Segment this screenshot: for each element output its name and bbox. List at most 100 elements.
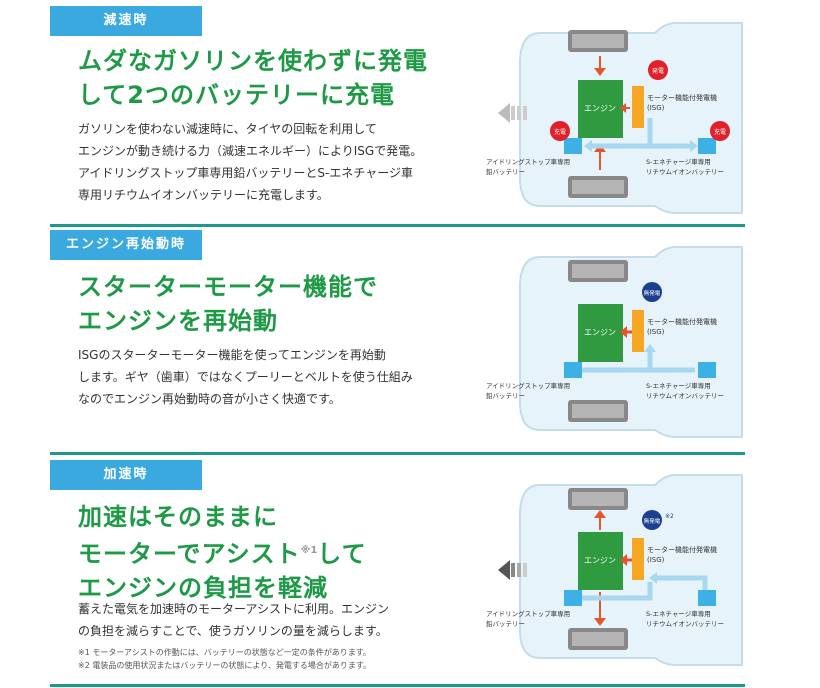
section2-body-line2: します。ギヤ（歯車）ではなくプーリーとベルトを使う仕組み	[78, 370, 413, 384]
motion-arrow-icon	[498, 560, 527, 580]
lithium-battery	[698, 138, 716, 154]
section1-headline-line1: ムダなガソリンを使わずに発電	[78, 47, 428, 75]
diagram-shape	[620, 554, 627, 566]
section-divider-3	[50, 684, 745, 687]
diagram-shape: アイドリングストップ車専用	[486, 381, 570, 390]
diagram-shape: エンジン	[584, 556, 616, 565]
lithium-battery	[698, 590, 716, 606]
isg-badge	[648, 60, 668, 80]
diagram-shape: (ISG)	[647, 328, 665, 336]
engine-label: エンジン	[584, 104, 616, 113]
section-divider-1	[50, 224, 745, 227]
lithium-battery	[698, 362, 716, 378]
diagram-shape	[584, 140, 592, 152]
diagram-shape	[511, 563, 515, 577]
engine-block	[578, 80, 623, 138]
section1-headline: ムダなガソリンを使わずに発電 して2つのバッテリーに充電	[78, 44, 428, 112]
diagram-shape: 鉛バッテリー	[486, 167, 525, 176]
diagram-shape	[572, 180, 624, 194]
lead-battery	[564, 138, 582, 154]
section2-diagram: エンジン モーター機能付発電機 (ISG) アイドリングストップ車専用 鉛バッテ…	[480, 242, 750, 438]
section1-diagram: エンジン モーター機能付発電機 (ISG) アイドリングストップ車専用 鉛バッテ…	[480, 18, 750, 214]
diagram-shape	[523, 106, 527, 120]
section1-body-line1: ガソリンを使わない減速時に、タイヤの回転を利用して	[78, 122, 377, 136]
section1-body-line2: エンジンが動き続ける力（減速エネルギー）によりISGで発電。	[78, 144, 423, 158]
section-divider-2	[50, 452, 745, 455]
diagram-shape: 無発電	[644, 517, 661, 525]
diagram-shape: (ISG)	[647, 104, 665, 112]
diagram-shape: ※2	[665, 513, 674, 520]
diagram-shape: S-エネチャージ車専用	[646, 609, 711, 618]
section3-diagram: エンジン モーター機能付発電機 (ISG) アイドリングストップ車専用 鉛バッテ…	[480, 470, 750, 666]
motion-arrow-icon	[498, 103, 527, 123]
diagram-shape	[594, 68, 606, 76]
diagram-shape: 無発電	[644, 289, 661, 297]
diagram-shape: モーター機能付発電機	[647, 545, 717, 554]
section3-body: 蓄えた電気を加速時のモーターアシストに利用。エンジン の負担を減らすことで、使う…	[78, 598, 389, 642]
diagram-shape: S-エネチャージ車専用	[646, 381, 711, 390]
section3-headline: 加速はそのままに モーターでアシスト※1して エンジンの負担を軽減	[78, 500, 367, 605]
section2-body-line3: なのでエンジン再始動時の音が小さく快適です。	[78, 392, 341, 406]
diagram-shape: リチウムイオンバッテリー	[646, 392, 724, 400]
diagram-shape: 充電	[714, 128, 726, 136]
diagram-shape	[572, 404, 624, 418]
section1-body-line4: 専用リチウムイオンバッテリーに充電します。	[78, 188, 329, 202]
section3-tag: 加速時	[50, 460, 202, 490]
diagram-shape	[572, 492, 624, 506]
diagram-shape: 充電	[554, 128, 566, 136]
section2-body: ISGのスターターモーター機能を使ってエンジンを再始動 します。ギヤ（歯車）では…	[78, 344, 413, 410]
diagram-shape: 鉛バッテリー	[486, 619, 525, 628]
diagram-shape	[498, 560, 510, 580]
diagram-shape	[594, 618, 606, 626]
diagram-shape	[655, 575, 708, 590]
diagram-shape	[620, 103, 626, 113]
diagram-shape	[523, 563, 527, 577]
diagram-shape: リチウムイオンバッテリー	[646, 168, 724, 176]
diagram-shape	[498, 103, 510, 123]
diagram-shape	[620, 326, 627, 338]
diagram-shape: S-エネチャージ車専用	[646, 157, 711, 166]
diagram-shape: 鉛バッテリー	[486, 391, 525, 400]
diagram-shape	[519, 474, 743, 666]
section2-headline: スターターモーター機能で エンジンを再始動	[78, 270, 378, 338]
diagram-shape: アイドリングストップ車専用	[486, 609, 570, 618]
lithium-badge	[710, 121, 730, 141]
section3-headline-line2: モーターでアシスト※1して	[78, 540, 367, 568]
isg-block	[632, 310, 644, 352]
diagram-shape: 発電	[652, 67, 664, 75]
isg-badge	[642, 510, 662, 530]
isg-block	[632, 538, 644, 580]
section2-headline-line2: エンジンを再始動	[78, 307, 278, 335]
diagram-shape	[517, 563, 521, 577]
diagram-shape: エンジン	[584, 328, 616, 337]
diagram-shape	[572, 264, 624, 278]
diagram-shape: モーター機能付発電機	[647, 93, 717, 102]
lead-battery	[564, 590, 582, 606]
section2-headline-line1: スターターモーター機能で	[78, 273, 378, 301]
diagram-shape	[594, 510, 606, 518]
section3-headline-line3: エンジンの負担を軽減	[78, 574, 328, 602]
engine-block	[578, 532, 623, 590]
car-body-outline	[519, 22, 743, 214]
diagram-shape: リチウムイオンバッテリー	[646, 620, 724, 628]
section3-body-line2: の負担を減らすことで、使うガソリンの量を減らします。	[78, 624, 388, 638]
section3-body-line1: 蓄えた電気を加速時のモーターアシストに利用。エンジン	[78, 602, 390, 616]
diagram-shape	[511, 106, 515, 120]
section1-body: ガソリンを使わない減速時に、タイヤの回転を利用して エンジンが動き続ける力（減速…	[78, 118, 422, 206]
isg-badge	[642, 282, 662, 302]
section3-headline-line1: 加速はそのままに	[78, 503, 278, 531]
diagram-shape	[649, 572, 657, 584]
diagram-shape	[572, 632, 624, 646]
diagram-shape	[572, 34, 624, 48]
section1-headline-line2: して2つのバッテリーに充電	[78, 81, 395, 109]
section1-tag: 減速時	[50, 6, 202, 36]
isg-block	[632, 86, 644, 128]
lead-badge	[550, 121, 570, 141]
diagram-shape: アイドリングストップ車専用	[486, 157, 570, 166]
lead-battery	[564, 362, 582, 378]
footnote-1: ※1 モーターアシストの作動には、バッテリーの状態など一定の条件があります。	[78, 648, 371, 657]
footnote-2: ※2 電装品の使用状況またはバッテリーの状態により、発電する場合があります。	[78, 661, 372, 670]
diagram-shape	[517, 106, 521, 120]
diagram-shape	[690, 140, 698, 152]
diagram-shape: モーター機能付発電機	[647, 317, 717, 326]
